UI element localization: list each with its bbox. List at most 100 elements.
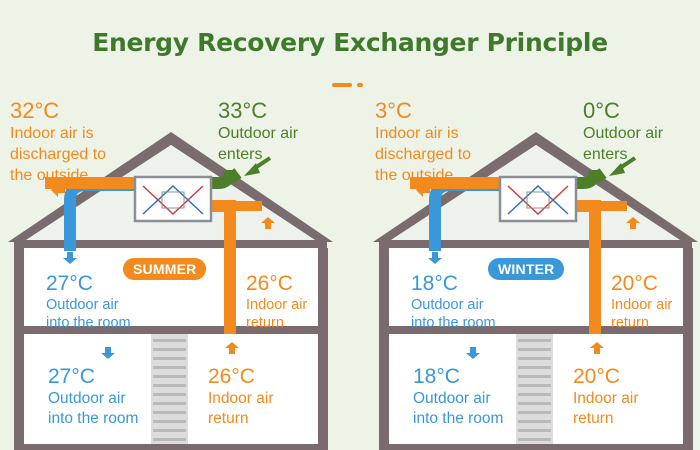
summer-stair-step bbox=[153, 411, 186, 414]
summer-right-wall bbox=[318, 248, 328, 450]
winter-supply-upper-desc-line: Outdoor air bbox=[411, 297, 484, 313]
winter-stair-step bbox=[518, 429, 551, 432]
summer-ceiling-beam bbox=[14, 240, 327, 248]
summer-return-upper-desc-line: Indoor air bbox=[246, 297, 308, 313]
summer-supply-lower-arrow bbox=[101, 347, 115, 359]
summer-exhaust-temp: 32°C bbox=[10, 98, 60, 123]
winter-return-lower-temp: 20°C bbox=[573, 365, 620, 388]
summer-supply-duct-stub bbox=[64, 243, 76, 251]
winter-exhaust-desc-line: Indoor air is bbox=[375, 125, 459, 142]
summer-supply-upper-desc-line: into the room bbox=[46, 315, 131, 331]
summer-stair-step bbox=[153, 393, 186, 396]
summer-intake-desc-line: enters bbox=[218, 146, 263, 163]
winter-return-upper-label: 20°C Indoor air return bbox=[611, 271, 672, 332]
winter-exhaust-desc-line: the outside bbox=[375, 167, 454, 184]
winter-ground-line bbox=[379, 444, 692, 450]
summer-return-lower-desc-line: Indoor air bbox=[208, 390, 274, 407]
summer-supply-lower-desc-line: into the room bbox=[48, 410, 139, 427]
summer-floor-slab bbox=[14, 326, 327, 334]
winter-intake-temp: 0°C bbox=[583, 98, 620, 123]
winter-intake-arrow bbox=[609, 163, 625, 176]
summer-intake-desc-line: Outdoor air bbox=[218, 125, 299, 142]
winter-exchanger-blue-flow bbox=[507, 184, 569, 215]
summer-exchanger-blue-flow bbox=[142, 184, 204, 215]
winter-stair-step bbox=[518, 438, 551, 441]
summer-stair-step bbox=[153, 339, 186, 342]
summer-stair-step bbox=[153, 348, 186, 351]
winter-ceiling-beam bbox=[379, 240, 692, 248]
summer-supply-upper-arrow bbox=[63, 252, 77, 264]
winter-stair-step bbox=[518, 357, 551, 360]
winter-supply-lower-temp: 18°C bbox=[413, 365, 460, 388]
winter-return-upper-desc-line: Indoor air bbox=[611, 297, 673, 313]
winter-supply-upper-arrow bbox=[428, 252, 442, 264]
winter-stair-step bbox=[518, 384, 551, 387]
summer-return-lower-label: 26°C Indoor air return bbox=[208, 364, 273, 429]
summer-exhaust-desc-line: Indoor air is bbox=[10, 125, 94, 142]
winter-exchanger-core bbox=[526, 191, 550, 209]
winter-return-lower-desc-line: return bbox=[573, 410, 614, 427]
winter-exchanger-red-flow bbox=[507, 185, 569, 216]
diagram-title: Energy Recovery Exchanger Principle bbox=[92, 28, 608, 57]
summer-season-badge: SUMMER bbox=[123, 258, 207, 280]
winter-intake-desc-line: enters bbox=[583, 146, 628, 163]
winter-right-wall bbox=[683, 248, 693, 450]
winter-supply-lower-label: 18°C Outdoor air into the room bbox=[413, 364, 503, 429]
summer-ground-line bbox=[14, 444, 327, 450]
summer-supply-lower-label: 27°C Outdoor air into the room bbox=[48, 364, 138, 429]
summer-exhaust-arrow bbox=[51, 183, 65, 197]
winter-supply-lower-arrow bbox=[466, 347, 480, 359]
winter-exhaust-arrow bbox=[416, 183, 430, 197]
summer-return-upper-desc-line: return bbox=[246, 315, 284, 331]
winter-return-upper-arrow bbox=[626, 217, 640, 229]
summer-supply-lower-temp: 27°C bbox=[48, 365, 95, 388]
winter-stair-step bbox=[518, 339, 551, 342]
summer-left-wall bbox=[14, 248, 24, 450]
summer-stair-step bbox=[153, 402, 186, 405]
winter-stair-step bbox=[518, 402, 551, 405]
summer-return-upper-temp: 26°C bbox=[246, 272, 293, 295]
winter-supply-upper-desc-line: into the room bbox=[411, 315, 496, 331]
winter-supply-duct-stub bbox=[429, 243, 441, 251]
summer-stair-step bbox=[153, 420, 186, 423]
winter-stair-step bbox=[518, 366, 551, 369]
summer-return-lower-temp: 26°C bbox=[208, 365, 255, 388]
summer-supply-upper-temp: 27°C bbox=[46, 272, 93, 295]
winter-intake-label: 0°C Outdoor air enters bbox=[583, 98, 663, 165]
title-underline-dot bbox=[357, 83, 363, 87]
winter-supply-lower-desc-line: into the room bbox=[413, 410, 504, 427]
winter-stair-step bbox=[518, 411, 551, 414]
winter-return-lower-label: 20°C Indoor air return bbox=[573, 364, 638, 429]
summer-stair-step bbox=[153, 429, 186, 432]
summer-exhaust-desc-line: discharged to bbox=[10, 146, 107, 163]
summer-intake-duct-mouth bbox=[226, 168, 242, 184]
winter-return-upper-temp: 20°C bbox=[611, 272, 658, 295]
winter-exhaust-temp: 3°C bbox=[375, 98, 412, 123]
winter-exhaust-desc-line: discharged to bbox=[375, 146, 472, 163]
winter-stair-step bbox=[518, 375, 551, 378]
summer-stair-step bbox=[153, 438, 186, 441]
winter-floor-slab bbox=[379, 326, 692, 334]
winter-stair-step bbox=[518, 420, 551, 423]
summer-supply-upper-label: 27°C Outdoor air into the room bbox=[46, 271, 131, 332]
summer-stair-step bbox=[153, 384, 186, 387]
summer-return-upper-arrow bbox=[261, 217, 275, 229]
title-underline-dash bbox=[332, 83, 352, 87]
summer-intake-temp: 33°C bbox=[218, 98, 268, 123]
winter-stair-step bbox=[518, 348, 551, 351]
winter-stair-step bbox=[518, 393, 551, 396]
summer-exchanger-red-flow bbox=[142, 185, 204, 216]
winter-supply-upper-temp: 18°C bbox=[411, 272, 458, 295]
winter-left-wall bbox=[379, 248, 389, 450]
winter-staircase bbox=[516, 334, 553, 444]
summer-stair-step bbox=[153, 357, 186, 360]
summer-intake-arrow bbox=[244, 163, 260, 176]
winter-return-lower-desc-line: Indoor air bbox=[573, 390, 639, 407]
summer-supply-upper-desc-line: Outdoor air bbox=[46, 297, 119, 313]
winter-season-badge: WINTER bbox=[488, 258, 565, 280]
winter-return-lower-arrow bbox=[590, 342, 604, 354]
summer-stair-step bbox=[153, 366, 186, 369]
summer-staircase bbox=[151, 334, 188, 444]
summer-exchanger-core bbox=[161, 191, 185, 209]
summer-exhaust-label: 32°C Indoor air is discharged to the out… bbox=[10, 98, 106, 186]
